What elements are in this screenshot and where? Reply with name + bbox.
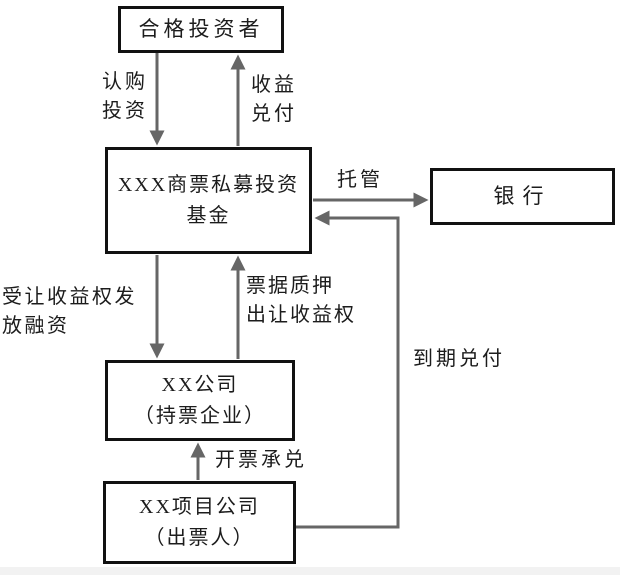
label-bill-acceptance: 开票承兑 bbox=[215, 449, 307, 471]
label-maturity-payment: 到期兑付 bbox=[413, 348, 505, 370]
node-bank: 银行 bbox=[430, 168, 615, 225]
label-custody: 托管 bbox=[337, 169, 383, 191]
label-pledge: 票据质押 出让收益权 bbox=[246, 275, 356, 326]
node-holder-company: XX公司 （持票企业） bbox=[105, 360, 295, 441]
maturity-arrow bbox=[296, 210, 400, 529]
label-subscribe-invest: 认购 投资 bbox=[102, 71, 148, 122]
node-private-fund: XXX商票私募投资 基金 bbox=[105, 147, 312, 254]
node-qualified-investor: 合格投资者 bbox=[118, 6, 284, 53]
bottom-strip bbox=[0, 567, 620, 575]
node-project-company: XX项目公司 （出票人） bbox=[103, 481, 296, 564]
label-financing: 受让收益权发 放融资 bbox=[2, 286, 137, 337]
label-income-payout: 收益 兑付 bbox=[251, 74, 297, 125]
